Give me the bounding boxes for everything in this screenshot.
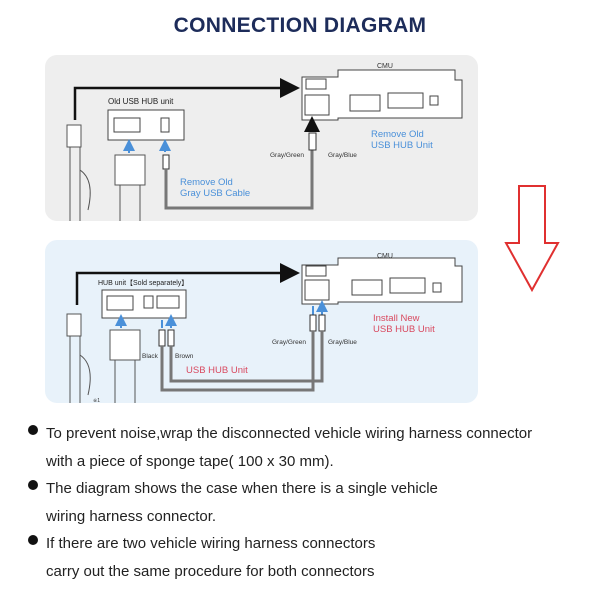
down-arrow-icon [504,185,560,293]
harness-connector [66,124,146,221]
new-hub-label: HUB unit【Sold separately】 [98,279,188,287]
notes-list: To prevent noise,wrap the disconnected v… [28,420,588,585]
bullet-icon [28,425,38,435]
note-line: The diagram shows the case when there is… [46,480,438,497]
wire-black: Black [142,353,159,360]
note-item: To prevent noise,wrap the disconnected v… [28,420,588,475]
bullet-icon [28,480,38,490]
page-title: CONNECTION DIAGRAM [173,14,427,37]
bullet-icon [28,535,38,545]
install-panel: CMU HUB unit【Sold separately】 Black Brow… [45,240,478,404]
cmu-label: CMU [377,63,393,70]
harness-connector-new [66,313,141,403]
remove-cable-line2: Gray USB Cable [180,188,250,199]
wire-gray-green: Gray/Green [270,152,304,159]
note-item: The diagram shows the case when there is… [28,475,588,530]
old-hub-label: Old USB HUB unit [108,97,174,106]
remove-hub-line2: USB HUB Unit [371,140,433,151]
install-line2: USB HUB Unit [373,324,435,335]
cmu-unit [301,69,463,121]
remove-hub-line1: Remove Old [371,129,424,140]
note-line: If there are two vehicle wiring harness … [46,535,376,552]
footnote-mark: ※1 [93,398,100,404]
cmu-unit-new [301,257,463,305]
note-line: carry out the same procedure for both co… [46,562,375,580]
usb-hub-cable-label: USB HUB Unit [186,365,248,376]
wire-gray-blue-new: Gray/Blue [328,339,357,346]
note-line: To prevent noise,wrap the disconnected v… [46,425,533,442]
wire-gray-blue: Gray/Blue [328,152,357,159]
cmu-label-new: CMU [377,253,393,260]
old-hub-unit [107,109,185,141]
new-hub-unit [101,289,187,319]
wire-brown: Brown [175,353,194,360]
install-line1: Install New [373,313,420,324]
note-line: with a piece of sponge tape( 100 x 30 mm… [46,452,334,470]
remove-cable-line1: Remove Old [180,177,233,188]
wire-gray-green-new: Gray/Green [272,339,306,346]
remove-panel: CMU Old USB HUB unit Remove Old Gray USB… [45,55,478,221]
note-item: If there are two vehicle wiring harness … [28,530,588,585]
note-line: wiring harness connector. [46,507,217,525]
